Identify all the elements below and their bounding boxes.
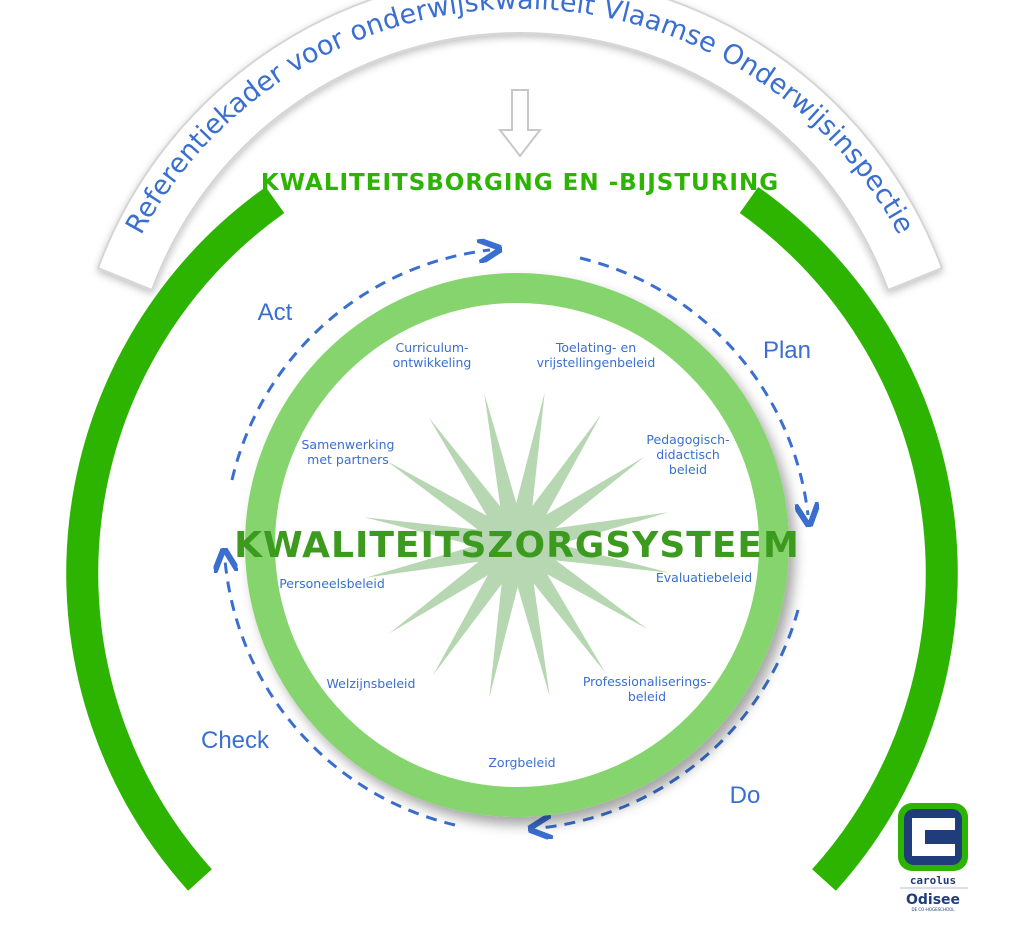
do-arrow [540, 609, 800, 828]
domain-personeel: Personeelsbeleid [279, 576, 385, 591]
plan-label: Plan [763, 337, 811, 364]
svg-text:Odisee: Odisee [906, 892, 960, 908]
act-label: Act [258, 299, 293, 326]
domain-evaluatie: Evaluatiebeleid [656, 570, 752, 585]
outer-green-arc-right [739, 186, 958, 891]
star-shape [364, 392, 670, 698]
do-label: Do [730, 782, 761, 809]
domain-curriculum: Curriculum-ontwikkeling [393, 340, 472, 370]
svg-text:carolus: carolus [910, 874, 956, 887]
down-arrow-icon [497, 89, 543, 158]
reference-framework-arch [96, 0, 944, 292]
outer-green-arc-left [66, 186, 285, 891]
pdca-cycle-arrows [225, 250, 808, 828]
domain-professionalisering: Professionaliserings-beleid [583, 674, 711, 704]
carolus-odisee-logo: carolus Odisee DE CO-HOGESCHOOL [898, 803, 968, 912]
svg-text:DE CO-HOGESCHOOL: DE CO-HOGESCHOOL [911, 907, 955, 912]
center-title: KWALITEITSZORGSYSTEEM [234, 525, 800, 566]
check-label: Check [201, 727, 270, 754]
banner-title: KWALITEITSBORGING EN -BIJSTURING [261, 170, 779, 196]
plan-arrow [579, 256, 808, 515]
domain-zorg: Zorgbeleid [488, 755, 555, 770]
domain-welzijn: Welzijnsbeleid [327, 676, 416, 691]
